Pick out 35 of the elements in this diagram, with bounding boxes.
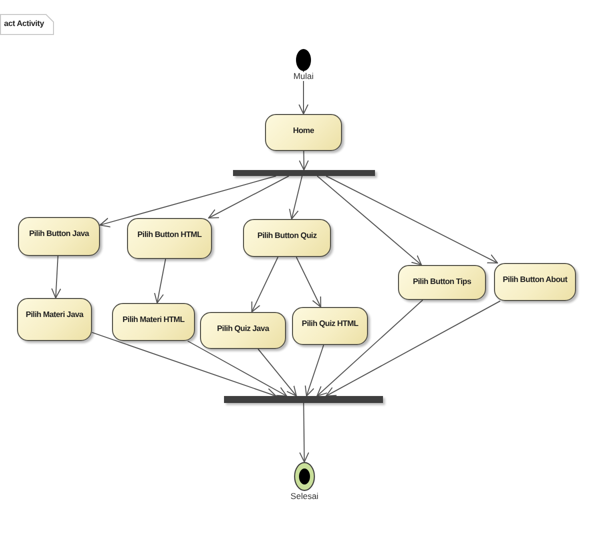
initial-node xyxy=(296,49,311,71)
node-label: Selesai xyxy=(290,492,320,502)
action-node: Pilih Button Quiz xyxy=(243,219,331,257)
final-node xyxy=(294,462,315,491)
control-flow-arrow xyxy=(251,256,278,312)
control-flow-arrow xyxy=(289,176,303,220)
control-flow-arrow xyxy=(154,258,166,304)
action-node: Pilih Quiz HTML xyxy=(292,307,368,345)
node-label: Mulai xyxy=(292,72,315,82)
control-flow-arrow xyxy=(316,176,422,266)
control-flow-arrow xyxy=(298,150,309,170)
control-flow-arrow xyxy=(326,300,501,396)
control-flow-arrow xyxy=(51,256,62,298)
action-node: Pilih Materi HTML xyxy=(112,303,195,341)
action-node: Pilih Button Java xyxy=(18,217,100,256)
action-node: Pilih Button About xyxy=(494,263,576,301)
action-node: Pilih Quiz Java xyxy=(200,312,286,349)
join-bar xyxy=(224,396,383,403)
control-flow-arrow xyxy=(100,176,277,228)
fork-bar xyxy=(233,170,375,176)
control-flow-arrow xyxy=(296,256,322,308)
control-flow-arrow xyxy=(304,344,324,396)
control-flow-arrow xyxy=(208,176,290,218)
action-node: Pilih Materi Java xyxy=(17,298,92,341)
action-node: Pilih Button Tips xyxy=(398,265,486,300)
control-flow-arrow xyxy=(299,402,310,462)
control-flow-arrow xyxy=(92,332,276,398)
control-flow-arrow xyxy=(187,340,288,396)
control-flow-arrow xyxy=(258,348,297,396)
control-flow-arrow xyxy=(316,300,424,396)
frame-tab: act Activity xyxy=(0,14,54,35)
control-flow-arrow xyxy=(326,176,498,264)
action-node: Home xyxy=(265,114,342,151)
action-node: Pilih Button HTML xyxy=(127,218,212,259)
control-flow-arrow xyxy=(298,70,308,114)
